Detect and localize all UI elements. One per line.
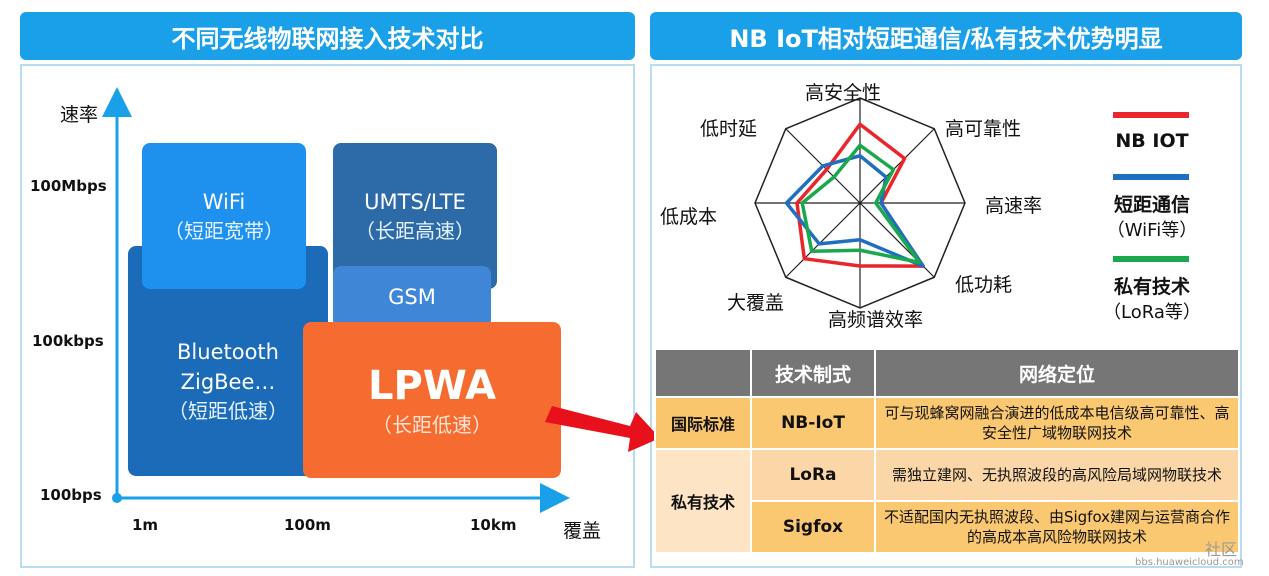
row-category: 私有技术 — [654, 448, 752, 554]
legend-short-sub: （WiFi等） — [1106, 220, 1198, 241]
umts-desc: （长距高速） — [355, 219, 475, 243]
watermark-url: bbs.huaweicloud.com — [1135, 557, 1244, 568]
wifi-label: WiFi — [202, 190, 246, 214]
legend-line-private — [1113, 256, 1189, 262]
lpwa-desc: （长距低速） — [372, 413, 492, 437]
row-tech: Sigfox — [750, 500, 876, 554]
x-tick-100m: 100m — [284, 516, 331, 534]
wifi-block: WiFi （短距宽带） — [142, 143, 306, 289]
wifi-desc: （短距宽带） — [164, 219, 284, 243]
table-row: 私有技术 LoRa 需独立建网、无执照波段的高风险局域网物联技术 — [654, 448, 1240, 554]
radar-label-speed: 高速率 — [985, 195, 1043, 217]
radar-label-coverage: 大覆盖 — [727, 292, 785, 314]
row-tech: NB-IoT — [750, 396, 876, 450]
radar-label-security: 高安全性 — [805, 82, 882, 104]
x-tick-1m: 1m — [132, 516, 159, 534]
right-title: NB IoT相对短距通信/私有技术优势明显 — [650, 12, 1242, 60]
umts-label: UMTS/LTE — [364, 190, 466, 214]
y-tick-100kbps: 100kbps — [32, 332, 104, 350]
radar-label-spectrum: 高频谱效率 — [828, 309, 924, 331]
x-tick-10km: 10km — [470, 516, 517, 534]
header-empty — [654, 348, 752, 398]
lpwa-label: LPWA — [367, 363, 497, 409]
radar-series-0 — [795, 122, 925, 268]
table-row: 国际标准 NB-IoT 可与现蜂窝网融合演进的低成本电信级高可靠性、高安全性广域… — [654, 396, 1240, 450]
gsm-label: GSM — [388, 285, 436, 309]
legend-private-sub: （LoRa等） — [1103, 302, 1201, 323]
umts-block: UMTS/LTE （长距高速） — [333, 143, 497, 289]
zigbee-label: ZigBee… — [180, 370, 276, 394]
row-category: 国际标准 — [654, 396, 752, 450]
legend-line-short — [1113, 174, 1189, 180]
table-header-row: 技术制式 网络定位 — [654, 348, 1240, 398]
left-title: 不同无线物联网接入技术对比 — [20, 12, 635, 60]
legend-short: 短距通信 — [1113, 194, 1190, 216]
bluetooth-desc: （短距低速） — [168, 399, 288, 423]
axis-origin — [112, 493, 122, 503]
watermark-brand: 社区 — [1205, 540, 1238, 559]
radar-series-2 — [800, 143, 922, 265]
row-desc: 可与现蜂窝网融合演进的低成本电信级高可靠性、高安全性广域物联网技术 — [874, 396, 1240, 450]
comparison-table: 技术制式 网络定位 国际标准 NB-IoT 可与现蜂窝网融合演进的低成本电信级高… — [654, 348, 1240, 554]
bluetooth-label: Bluetooth — [177, 340, 279, 364]
radar-label-cost: 低成本 — [660, 206, 718, 228]
header-position: 网络定位 — [874, 348, 1240, 398]
table-row: Sigfox 不适配国内无执照波段、由Sigfox建网与运营商合作的高成本高风险… — [655, 500, 1240, 554]
radar-spoke — [859, 128, 935, 204]
row-desc: 不适配国内无执照波段、由Sigfox建网与运营商合作的高成本高风险物联网技术 — [874, 500, 1240, 554]
header-tech: 技术制式 — [750, 348, 876, 398]
row-tech: LoRa — [750, 448, 876, 502]
legend-line-nbiot — [1113, 112, 1189, 118]
row-desc: 需独立建网、无执照波段的高风险局域网物联技术 — [874, 448, 1240, 502]
y-tick-100bps: 100bps — [40, 486, 102, 504]
y-tick-100mbps: 100Mbps — [30, 177, 107, 195]
radar-label-power: 低功耗 — [955, 274, 1013, 296]
x-axis-title: 覆盖 — [563, 520, 602, 542]
radar-spoke — [785, 202, 861, 278]
lpwa-block: LPWA （长距低速） — [303, 322, 561, 478]
radar-label-latency: 低时延 — [700, 118, 758, 140]
radar-label-reliability: 高可靠性 — [945, 118, 1022, 140]
y-axis-title: 速率 — [60, 104, 99, 126]
axes-svg — [102, 87, 570, 513]
legend-private: 私有技术 — [1113, 276, 1190, 298]
legend-nbiot: NB IOT — [1115, 130, 1189, 152]
gsm-block: GSM — [333, 266, 491, 328]
